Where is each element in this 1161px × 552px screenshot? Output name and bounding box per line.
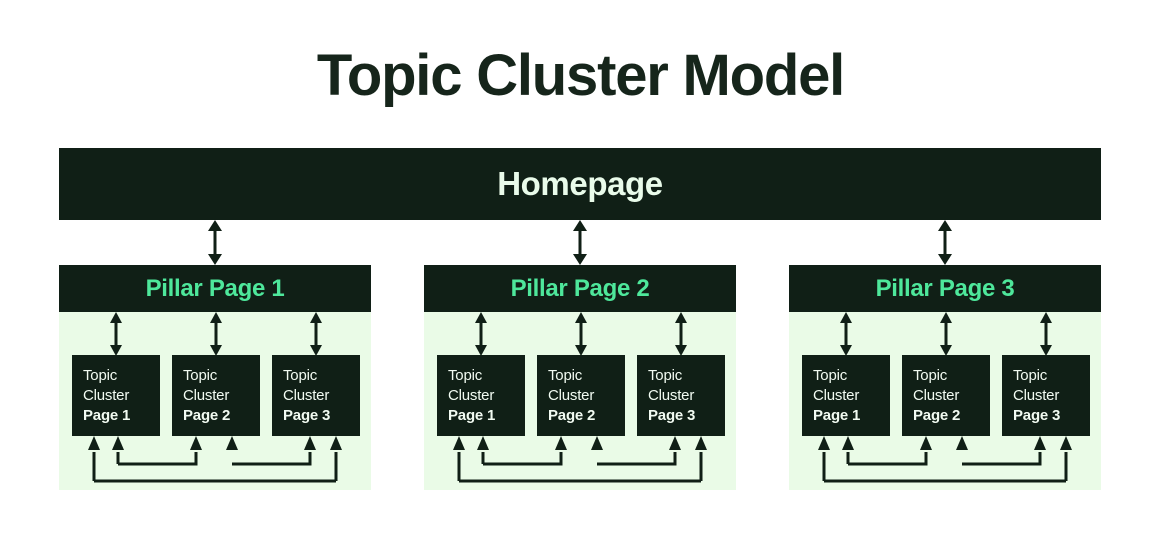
topic-line-3: Page 3 xyxy=(1013,407,1061,424)
topic-cluster-box[interactable]: Topic Cluster Page 2 xyxy=(902,355,990,436)
topic-line-1: Topic xyxy=(83,367,118,384)
homepage-node[interactable]: Homepage xyxy=(59,148,1101,220)
topic-line-2: Cluster xyxy=(648,387,695,404)
topic-cluster-box[interactable]: Topic Cluster Page 2 xyxy=(172,355,260,436)
connector-homepage-to-pillar-1 xyxy=(208,220,222,265)
pillar-header-1[interactable]: Pillar Page 1 xyxy=(59,265,371,312)
topic-cluster-box[interactable]: Topic Cluster Page 1 xyxy=(802,355,890,436)
topic-line-3: Page 1 xyxy=(448,407,496,424)
topic-line-1: Topic xyxy=(183,367,218,384)
homepage-label: Homepage xyxy=(497,165,663,202)
topic-line-3: Page 3 xyxy=(648,407,696,424)
topic-line-1: Topic xyxy=(548,367,583,384)
pillar-group-2: Pillar Page 2 Topic Cluster Page 1 Topic… xyxy=(424,265,736,490)
topic-line-3: Page 3 xyxy=(283,407,331,424)
topic-line-1: Topic xyxy=(1013,367,1048,384)
topic-line-2: Cluster xyxy=(283,387,330,404)
topic-line-1: Topic xyxy=(448,367,483,384)
topic-cluster-box[interactable]: Topic Cluster Page 2 xyxy=(537,355,625,436)
topic-line-2: Cluster xyxy=(813,387,860,404)
topic-line-1: Topic xyxy=(283,367,318,384)
pillar-header-3[interactable]: Pillar Page 3 xyxy=(789,265,1101,312)
topic-line-2: Cluster xyxy=(83,387,130,404)
pillar-group-3: Pillar Page 3 Topic Cluster Page 1 Topic… xyxy=(789,265,1101,490)
pillar-header-label: Pillar Page 3 xyxy=(875,274,1015,302)
connector-homepage-to-pillar-3 xyxy=(938,220,952,265)
topic-cluster-box[interactable]: Topic Cluster Page 3 xyxy=(1002,355,1090,436)
topic-line-3: Page 2 xyxy=(913,407,961,424)
topic-cluster-box[interactable]: Topic Cluster Page 3 xyxy=(272,355,360,436)
topic-line-2: Cluster xyxy=(548,387,595,404)
pillar-header-label: Pillar Page 2 xyxy=(510,274,650,302)
topic-line-2: Cluster xyxy=(1013,387,1060,404)
pillar-header-2[interactable]: Pillar Page 2 xyxy=(424,265,736,312)
page-title: Topic Cluster Model xyxy=(316,43,845,108)
topic-line-2: Cluster xyxy=(183,387,230,404)
topic-line-3: Page 2 xyxy=(548,407,596,424)
pillar-group-1: Pillar Page 1 Topic Cluster Page 1 Topic… xyxy=(59,265,371,490)
pillar-header-label: Pillar Page 1 xyxy=(145,274,285,302)
topic-line-3: Page 1 xyxy=(813,407,861,424)
connector-homepage-to-pillar-2 xyxy=(573,220,587,265)
topic-line-2: Cluster xyxy=(913,387,960,404)
topic-line-3: Page 1 xyxy=(83,407,131,424)
topic-line-1: Topic xyxy=(913,367,948,384)
topic-line-1: Topic xyxy=(813,367,848,384)
topic-line-2: Cluster xyxy=(448,387,495,404)
topic-cluster-box[interactable]: Topic Cluster Page 1 xyxy=(72,355,160,436)
topic-line-3: Page 2 xyxy=(183,407,231,424)
topic-cluster-box[interactable]: Topic Cluster Page 1 xyxy=(437,355,525,436)
topic-cluster-box[interactable]: Topic Cluster Page 3 xyxy=(637,355,725,436)
topic-line-1: Topic xyxy=(648,367,683,384)
